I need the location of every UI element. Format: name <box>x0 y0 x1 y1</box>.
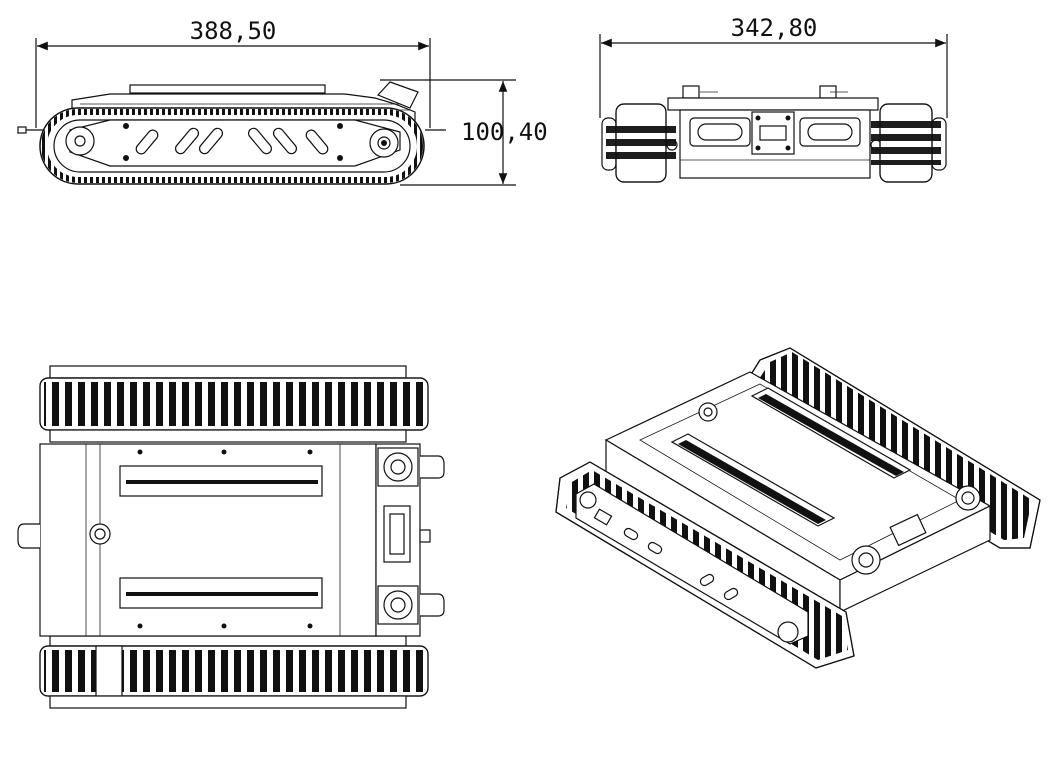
top-view <box>17 365 445 709</box>
height-dimension-label: 100,40 <box>461 118 548 146</box>
side-view: 388,50 100,40 <box>17 17 548 186</box>
side-plate-slots <box>135 127 329 155</box>
top-view-upper-track <box>39 365 429 443</box>
width-dimension-label: 342,80 <box>731 14 818 42</box>
front-left-track <box>601 103 676 183</box>
front-view: 342,80 <box>599 14 948 183</box>
height-dimension: 100,40 <box>380 79 548 186</box>
front-chassis <box>666 85 882 179</box>
front-right-track <box>871 103 947 183</box>
length-dimension: 388,50 <box>35 17 431 128</box>
side-track <box>39 107 425 185</box>
iso-front-track <box>555 461 855 669</box>
top-view-rear-panel <box>375 443 445 637</box>
width-dimension: 342,80 <box>599 14 948 118</box>
top-view-deck <box>17 443 377 637</box>
iso-side-face <box>605 438 991 614</box>
length-dimension-label: 388,50 <box>190 17 277 45</box>
isometric-view <box>555 347 1041 669</box>
top-view-lower-track <box>39 635 429 709</box>
